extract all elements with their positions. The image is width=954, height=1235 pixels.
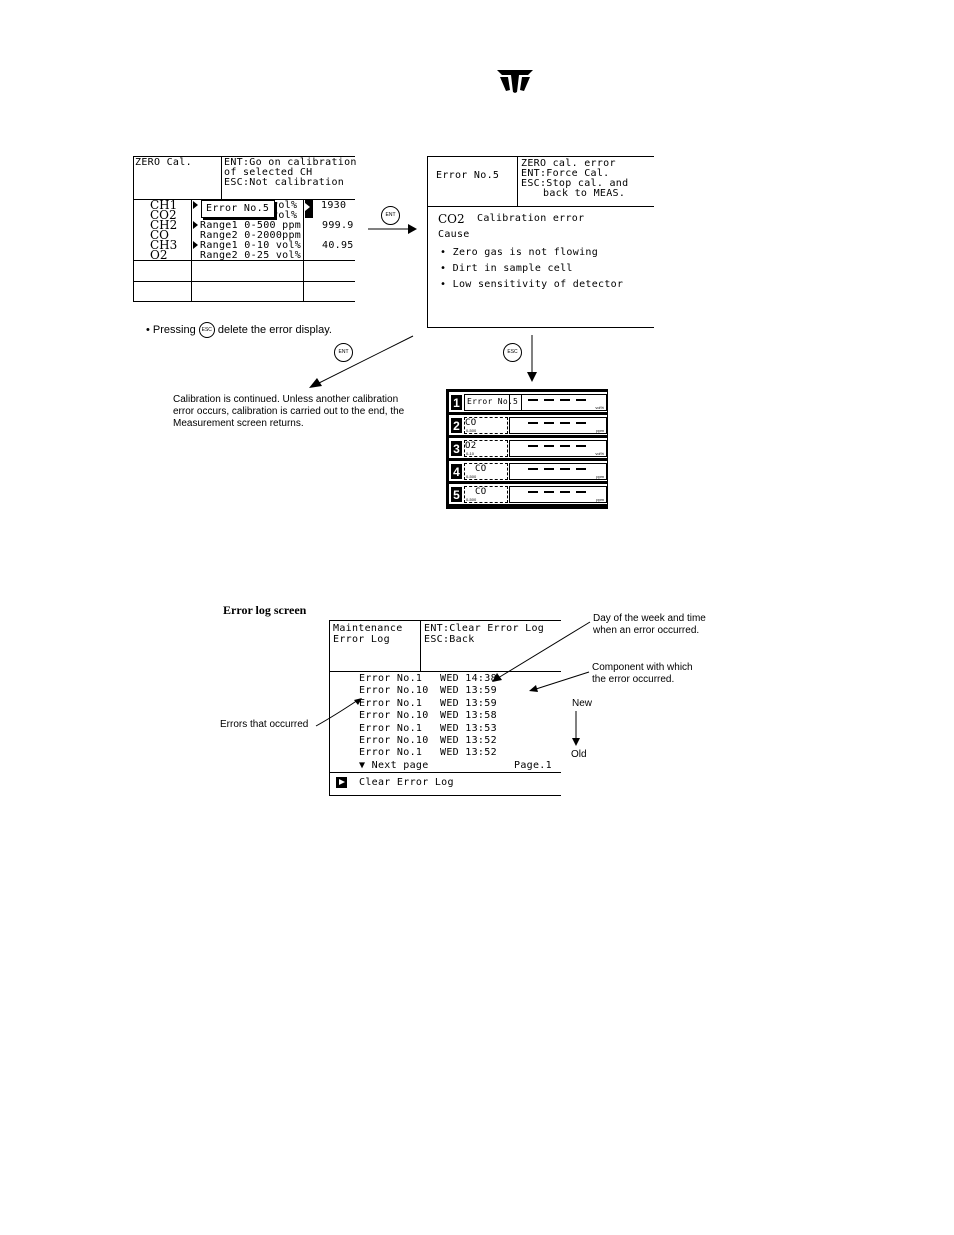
ch3-range1: Range1 0-10 vol% [200, 240, 302, 251]
meas-gas-label: CO [475, 464, 487, 474]
ch3-value: 40.95 [322, 240, 354, 251]
meas-unit: vol% [595, 451, 604, 456]
meas-gas-box: O2 0-10 [464, 440, 508, 457]
esc-button-icon: ESC [198, 322, 215, 338]
meas-value-box: ppm [509, 463, 607, 480]
clear-log-label: Clear Error Log [359, 777, 454, 788]
error-log-title: Maintenance Error Log [333, 623, 403, 645]
meas-gas-label: CO [475, 487, 487, 497]
meas-gas-label: CO [465, 418, 477, 428]
ch1-pointer-icon [193, 201, 198, 209]
zero-cal-title: ZERO Cal. [135, 157, 192, 168]
ch3-label: CH3 [150, 238, 178, 252]
meas-unit: ppm [596, 497, 604, 502]
callout-errors: Errors that occurred [220, 719, 309, 730]
ch2-gas: CO [150, 228, 170, 242]
note-continue: Calibration is continued. Unless another… [173, 394, 405, 429]
ch1-select-marker-arrow-icon [305, 203, 310, 211]
meas-channel-number: 4 [451, 464, 462, 479]
label-old: Old [571, 749, 587, 760]
callout-component: Component with which the error occurred. [592, 662, 693, 685]
callout-arrow-component-icon [529, 671, 590, 692]
ch2-label: CH2 [150, 218, 178, 232]
cause-item: Dirt in sample cell [452, 263, 573, 274]
esc-button-icon-2: ESC [503, 343, 522, 362]
error-popup: Error No.5 [201, 200, 275, 218]
meas-value-box: ppm [509, 486, 607, 503]
meas-value-box: ppm [509, 417, 607, 434]
error-screen-title: Error No.5 [436, 170, 500, 181]
cause-item: Zero gas is not flowing [452, 247, 599, 258]
meas-range-label: 0-10 [466, 451, 475, 456]
ch1-gas: CO2 [150, 208, 177, 222]
meas-channel-number: 3 [451, 441, 462, 456]
callout-arrow-errors-icon [315, 698, 362, 727]
arrow-new-to-old-icon [572, 711, 580, 746]
meas-unit: vol% [595, 405, 604, 410]
ch2-value: 999.9 [322, 220, 354, 231]
meas-unit: ppm [596, 428, 604, 433]
note-pressing: • Pressing ESC delete the error display. [146, 322, 332, 338]
ch2-range2: Range2 0-2000ppm [200, 230, 302, 241]
cause-label: Cause [438, 229, 470, 240]
ch3-pointer-icon [193, 241, 198, 249]
next-page-link: ▼ Next page [359, 759, 429, 771]
error-screen-help: ZERO cal. error ENT:Force Cal. ESC:Stop … [521, 158, 629, 199]
callout-arrow-day-icon [492, 621, 591, 682]
ch2-range1: Range1 0-500 ppm [200, 220, 302, 231]
ch1-value: 1930 [321, 200, 347, 211]
clear-log-arrow-inner-icon [339, 779, 345, 785]
meas-range-label: 0-500 [466, 428, 477, 433]
label-new: New [572, 698, 593, 709]
ent-button-icon: ENT [381, 206, 400, 225]
ch1-unit2: vol% [272, 210, 298, 221]
meas-unit: ppm [596, 474, 604, 479]
meas-row: 3 O2 0-10 vol% [448, 437, 608, 459]
meas-channel-number: 2 [451, 418, 462, 433]
page-indicator: Page.1 [514, 759, 552, 771]
meas-gas-box: CO 0-500 [464, 463, 508, 480]
log-footer: ▼ Next page Page.1 [359, 760, 552, 772]
meas-gas-label: O2 [465, 441, 477, 451]
error-log-help: ENT:Clear Error Log ESC:Back [424, 623, 545, 645]
company-logo [497, 70, 533, 93]
ch3-gas: O2 [150, 248, 168, 262]
meas-channel-number: 1 [451, 395, 462, 410]
meas-value-box: vol% [509, 394, 607, 411]
meas-gas-box: CO 0-500 [464, 486, 508, 503]
error-log-heading: Error log screen [223, 603, 307, 617]
meas-channel-number: 5 [451, 487, 462, 502]
meas-gas-box: CO 0-500 [464, 417, 508, 434]
ent-button-icon-2: ENT [334, 343, 353, 362]
meas-range-label: 0-500 [466, 474, 477, 479]
ch2-pointer-icon [193, 221, 198, 229]
meas-value-box: vol% [509, 440, 607, 457]
meas-range-label: 0-500 [466, 497, 477, 502]
zero-cal-help: ENT:Go on calibration of selected CH ESC… [224, 157, 357, 188]
ch3-range2: Range2 0-25 vol% [200, 250, 302, 261]
cause-item: Low sensitivity of detector [452, 279, 624, 290]
arrow-down-icon [527, 335, 537, 382]
meas-row: 1 Error No.5 vol% [448, 391, 608, 413]
callout-day-time: Day of the week and time when an error o… [593, 613, 706, 636]
error-heading-gas: CO2 [438, 212, 465, 226]
ch1-unit1: vol% [272, 200, 298, 211]
ch1-label: CH1 [150, 198, 178, 212]
meas-error-label: Error No.5 [464, 394, 522, 411]
error-heading-text: Calibration error [477, 213, 585, 224]
arrow-right-icon [368, 224, 417, 234]
arrow-down-left-icon [309, 335, 414, 388]
meas-row: 2 CO 0-500 ppm [448, 414, 608, 436]
cause-list: • Zero gas is not flowing • Dirt in samp… [440, 247, 624, 290]
meas-row: 4 CO 0-500 ppm [448, 460, 608, 482]
meas-row: 5 CO 0-500 ppm [448, 483, 608, 505]
